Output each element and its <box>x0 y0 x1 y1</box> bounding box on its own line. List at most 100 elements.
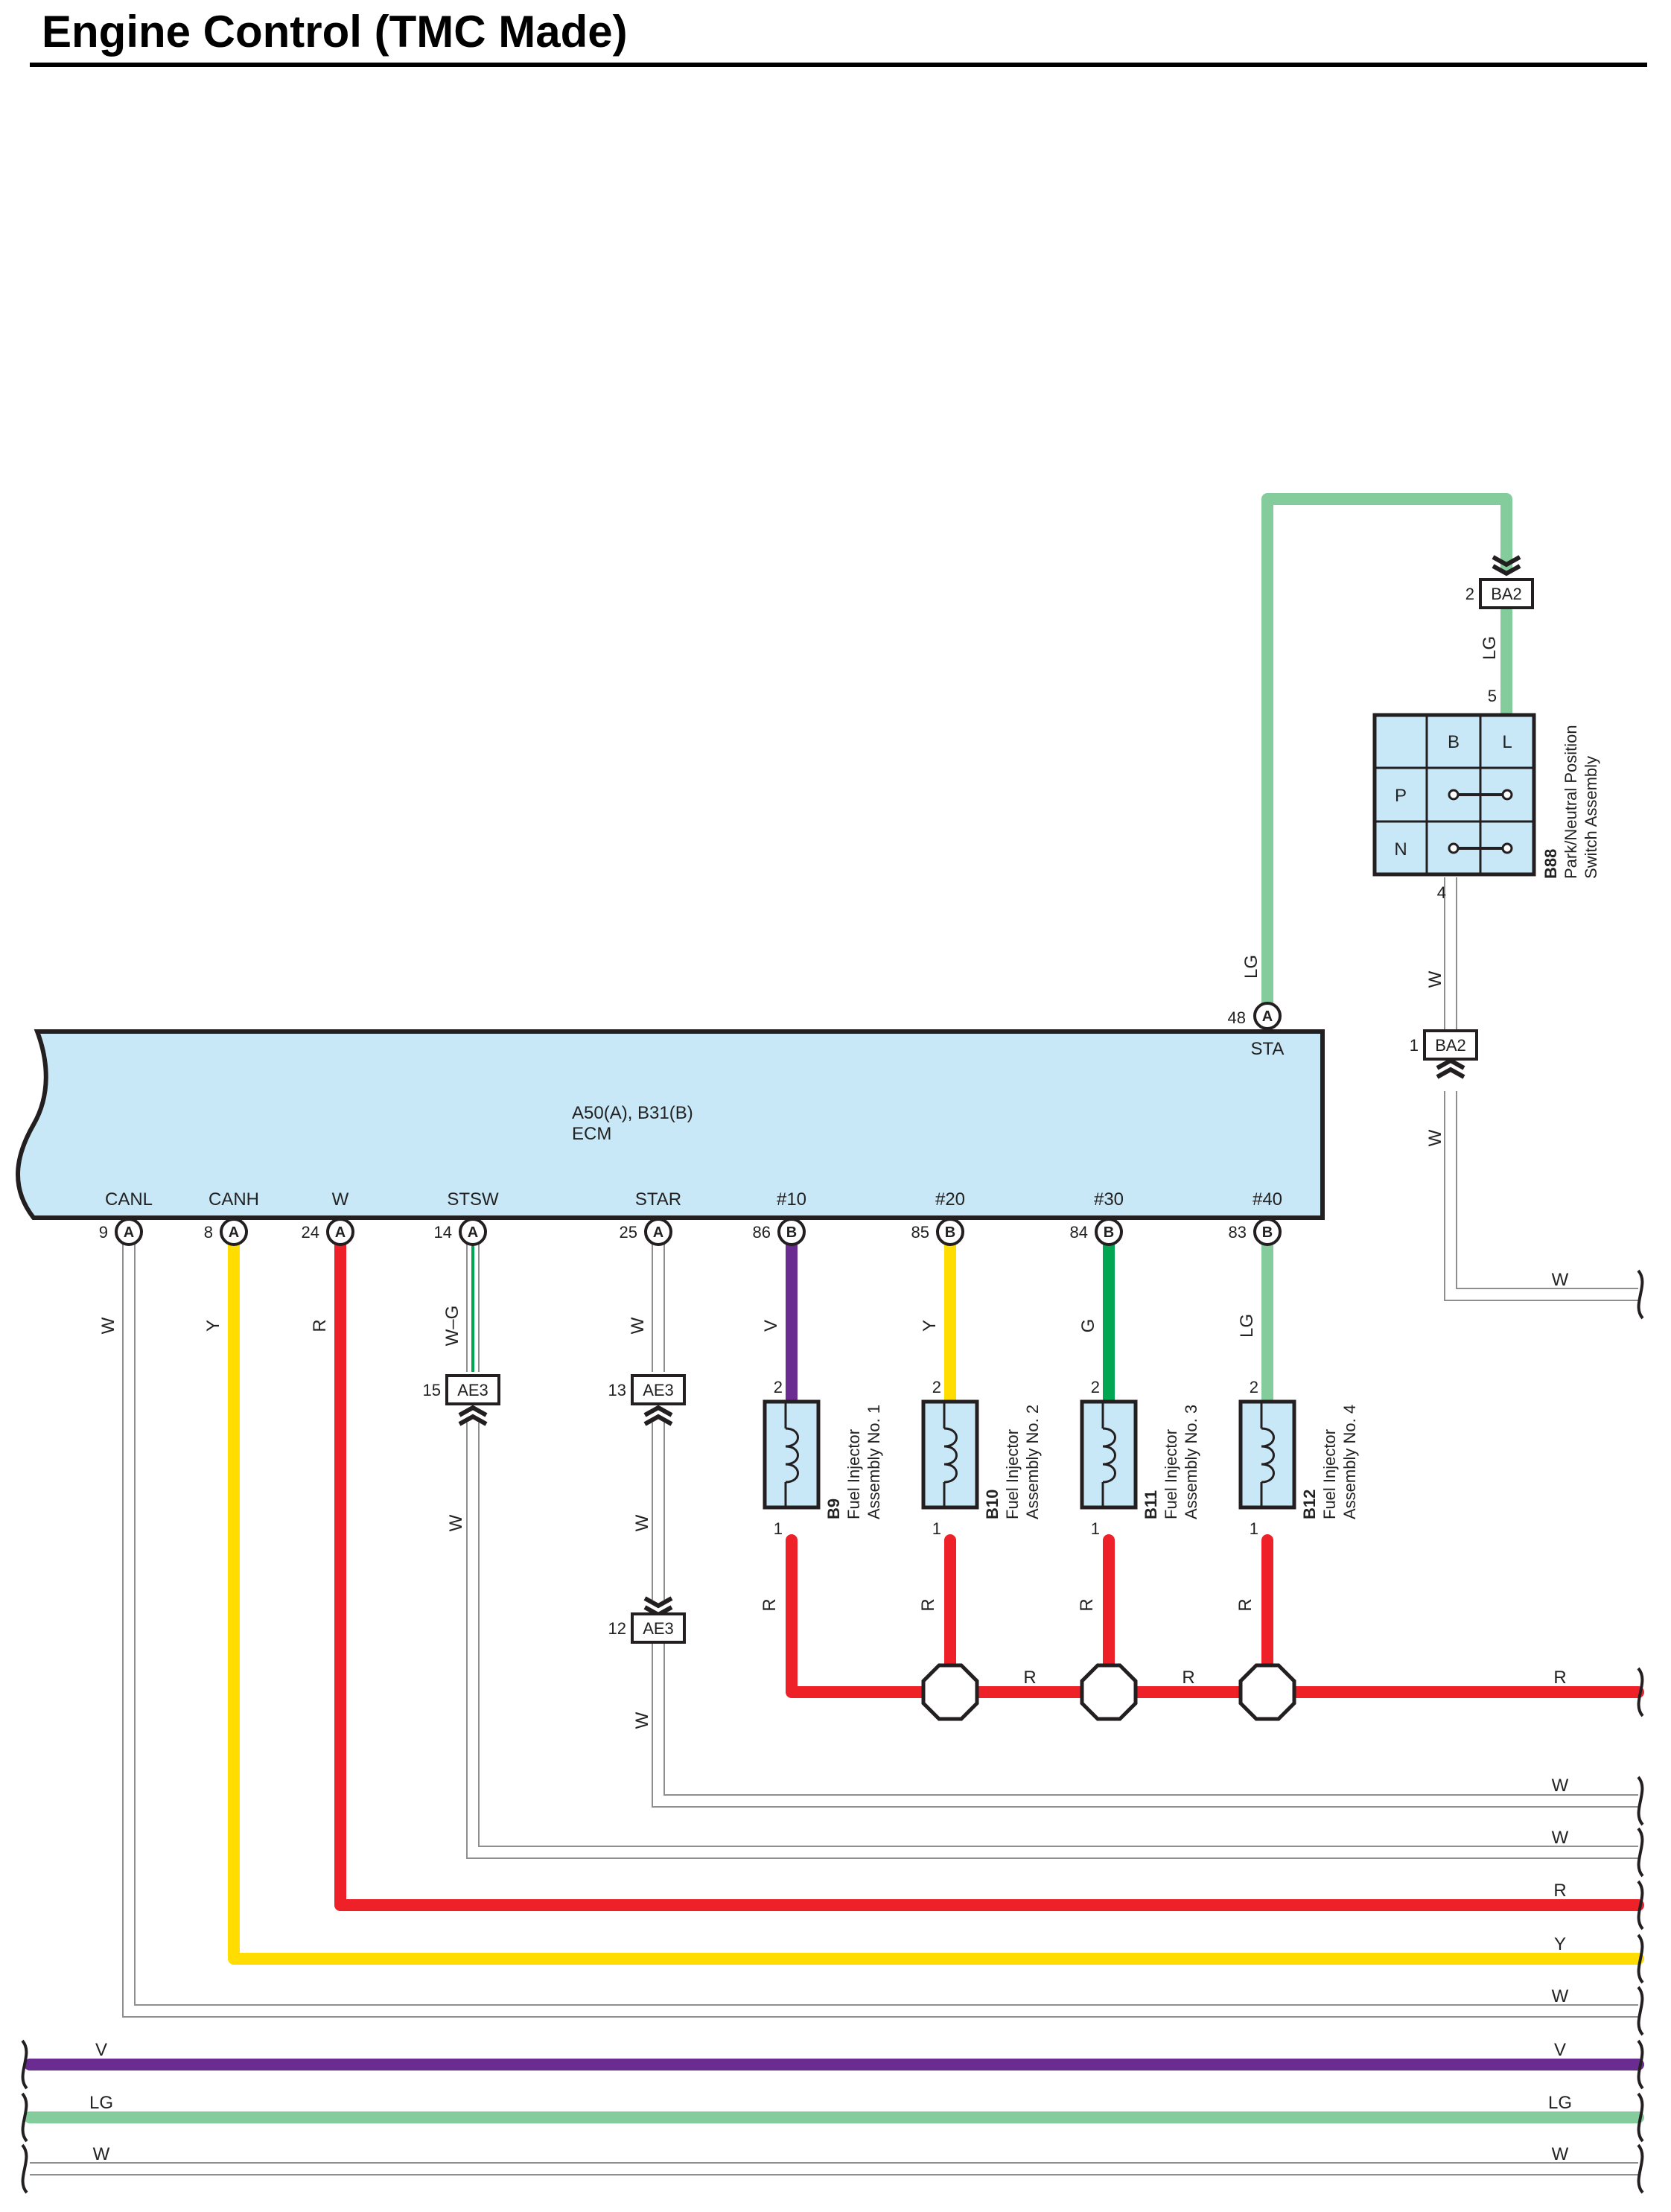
wire-label-pin-8: G <box>1078 1319 1098 1333</box>
chevron-up-icon <box>1436 1058 1465 1070</box>
chevron-down-icon <box>643 1596 673 1609</box>
injector-3-pin-bottom: 1 <box>1091 1519 1100 1538</box>
wire-break-icon <box>1637 1667 1644 1717</box>
wire-w-star-bus <box>652 1641 1638 1808</box>
junction-ae3-stsw <box>445 1374 500 1405</box>
wire-label-pin-3: R <box>310 1319 330 1332</box>
wire-label-pin-2: Y <box>203 1320 223 1332</box>
wire-break-icon <box>1637 1880 1644 1930</box>
wire-label-w-star-mid: W <box>632 1514 652 1531</box>
ecm-pin-label-1: CANL <box>105 1189 153 1210</box>
junction-ba2-bottom-pin: 1 <box>1410 1036 1419 1055</box>
ecm-pin-num-6: 86 <box>753 1223 771 1242</box>
injector-3-line1: Fuel Injector <box>1162 1429 1180 1519</box>
bus-label-4: Y <box>1554 1934 1566 1954</box>
switch-row-p: P <box>1395 786 1407 806</box>
wire-label-pin-7: Y <box>920 1320 940 1332</box>
wire-label-pin-1: W <box>98 1317 118 1334</box>
ecm-pin-num-9: 83 <box>1229 1223 1247 1242</box>
injector-1-pin-top: 2 <box>774 1378 783 1396</box>
junction-ae3-stsw-label: AE3 <box>457 1381 488 1399</box>
injector-2-wire-label: R <box>918 1598 938 1611</box>
wire-y-canh <box>228 1236 1644 1965</box>
injector-4-pin-top: 2 <box>1250 1378 1258 1396</box>
junction-ae3-star-bottom-label: AE3 <box>643 1619 674 1638</box>
ecm-pin-7-letter: B <box>945 1224 955 1241</box>
page-title: Engine Control (TMC Made) <box>42 7 628 57</box>
injector-2-pin-bottom: 1 <box>932 1519 941 1538</box>
ecm-pin-5-letter: A <box>653 1224 663 1241</box>
ecm-pin-label-4: STSW <box>447 1189 499 1210</box>
splice-2 <box>1080 1663 1138 1721</box>
wire-label-r-bus-3: R <box>1553 1668 1566 1688</box>
junction-ba2-bottom-label: BA2 <box>1435 1036 1466 1055</box>
wire-label-pin-5: W <box>628 1317 648 1334</box>
ecm-pin-8-letter: B <box>1104 1224 1114 1241</box>
injector-3-wire-label: R <box>1077 1598 1097 1611</box>
switch-pin-top: 5 <box>1488 687 1497 705</box>
ecm-pin-label-3: W <box>332 1189 349 1210</box>
ecm-pin-3 <box>326 1218 354 1246</box>
ecm-pin-sta-letter: A <box>1262 1008 1273 1025</box>
wire-break-icon <box>1637 1933 1644 1984</box>
ecm-name: ECM <box>572 1124 611 1144</box>
chevron-up-icon <box>643 1414 673 1426</box>
wire-break-icon <box>1637 2143 1644 2194</box>
chevron-up-icon <box>643 1405 673 1417</box>
ecm-pin-label-8: #30 <box>1094 1189 1124 1210</box>
ecm-pin-4 <box>459 1218 487 1246</box>
wire-label-lg-sta: LG <box>1241 955 1261 979</box>
junction-ae3-stsw-pin: 15 <box>423 1381 441 1399</box>
wire-break-icon <box>1637 1269 1644 1320</box>
wire-label-w-switch-right: W <box>1552 1270 1569 1290</box>
ecm-pin-8 <box>1095 1218 1123 1246</box>
injector-3-line2: Assembly No. 3 <box>1182 1405 1200 1519</box>
ecm-pin-label-5: STAR <box>635 1189 681 1210</box>
ecm-pin-7 <box>936 1218 964 1246</box>
injector-1-pin-bottom: 1 <box>774 1519 783 1538</box>
ecm-pin-9-letter: B <box>1262 1224 1273 1241</box>
injector-4-line1: Fuel Injector <box>1320 1429 1339 1519</box>
bottom-label-right-2: LG <box>1548 2093 1572 2113</box>
wire-break-icon <box>21 2092 28 2143</box>
wire-w-switch-right-core <box>1445 1091 1638 1300</box>
injector-3-code: B11 <box>1142 1490 1160 1519</box>
coil-icon <box>943 1427 958 1484</box>
injector-2-pin-top: 2 <box>932 1378 941 1396</box>
injector-4-pin-bottom: 1 <box>1250 1519 1258 1538</box>
injector-1-code: B9 <box>824 1498 843 1519</box>
wire-label-r-bus-1: R <box>1023 1668 1036 1688</box>
switch-name-line2: Switch Assembly <box>1582 756 1600 879</box>
injector-1-wire-label: R <box>760 1598 780 1611</box>
injector-4-code: B12 <box>1300 1490 1319 1519</box>
wire-break-icon <box>1637 2039 1644 2090</box>
injector-1-line2: Assembly No. 1 <box>865 1405 883 1519</box>
bottom-label-right-1: V <box>1554 2040 1566 2060</box>
bus-label-2: W <box>1552 1828 1569 1848</box>
chevron-up-icon <box>1436 1067 1465 1079</box>
ecm-pin-2-letter: A <box>229 1224 239 1241</box>
junction-ae3-star-top-label: AE3 <box>643 1381 674 1399</box>
injector-2-line2: Assembly No. 2 <box>1023 1405 1042 1519</box>
switch-name-line1: Park/Neutral Position <box>1562 725 1580 879</box>
ecm-pin-label-9: #40 <box>1253 1189 1282 1210</box>
switch-pin-bottom: 4 <box>1437 883 1446 902</box>
injector-4-line2: Assembly No. 4 <box>1340 1405 1359 1519</box>
bus-label-3: R <box>1553 1881 1566 1901</box>
ecm-pin-label-2: CANH <box>209 1189 259 1210</box>
junction-ba2-top-pin: 2 <box>1465 585 1474 603</box>
switch-col-l: L <box>1502 732 1512 752</box>
junction-ae3-star-top-pin: 13 <box>608 1381 626 1399</box>
junction-ae3-star-top <box>631 1374 686 1405</box>
ecm-pin-num-7: 85 <box>911 1223 929 1242</box>
ecm-pin-6-letter: B <box>786 1224 797 1241</box>
wire-label-w-switch-bottom: W <box>1425 1129 1445 1146</box>
ecm-pin-5 <box>644 1218 672 1246</box>
switch-contact-dot <box>1501 789 1513 801</box>
coil-icon <box>785 1427 799 1484</box>
injector-1-line1: Fuel Injector <box>844 1429 863 1519</box>
bottom-label-left-1: V <box>95 2040 107 2060</box>
ecm-pin-1-letter: A <box>124 1224 134 1241</box>
injector-4-body <box>1238 1399 1296 1510</box>
